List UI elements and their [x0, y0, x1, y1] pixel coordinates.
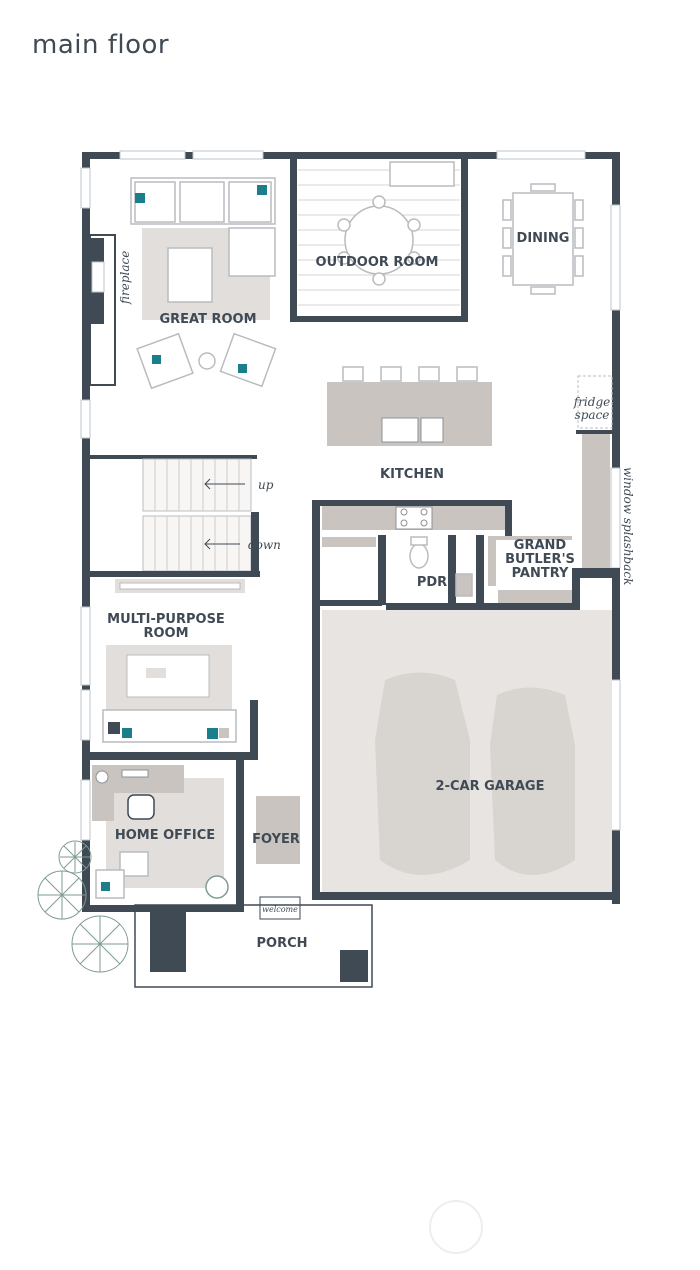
note-space: space: [575, 408, 610, 422]
dining-table: [502, 183, 584, 295]
room-label-grand: GRAND: [514, 538, 567, 553]
note-up: up: [258, 478, 274, 492]
interior-walls: [90, 500, 620, 912]
outdoor-room-furniture: [337, 161, 455, 286]
fridge-space-unit: [576, 375, 613, 568]
room-label-multi-purpose: MULTI-PURPOSE: [107, 612, 225, 627]
room-label-pantry: PANTRY: [512, 566, 569, 581]
note-down: down: [248, 538, 281, 552]
kitchen-island: [327, 366, 492, 446]
fireplace-unit: [89, 234, 116, 386]
room-label-pdr: PDR: [417, 575, 447, 590]
multi-purpose-furniture: [102, 579, 245, 743]
kitchen-back-counter: [322, 506, 572, 603]
note-fridge: fridge: [573, 395, 610, 409]
room-label-room: ROOM: [143, 626, 188, 641]
foyer-porch: [134, 796, 373, 988]
garage: [322, 610, 612, 892]
outdoor-room-walls: [290, 152, 468, 322]
room-label-dining: DINING: [517, 231, 570, 246]
room-label-butlers: BUTLER'S: [505, 552, 575, 567]
note-fireplace: fireplace: [118, 251, 132, 305]
windows: [80, 150, 621, 841]
room-label-outdoor-room: OUTDOOR ROOM: [316, 255, 439, 270]
room-label-kitchen: KITCHEN: [380, 467, 444, 482]
room-label-great-room: GREAT ROOM: [159, 312, 256, 327]
accent-cushions: [135, 185, 267, 373]
page-title: main floor: [32, 30, 170, 60]
plant-icon: [37, 840, 129, 973]
note-window-splashback: window splashback: [621, 467, 635, 585]
home-office-furniture: [92, 765, 229, 899]
home-button-icon[interactable]: [429, 1200, 483, 1254]
room-label-foyer: FOYER: [252, 832, 300, 847]
stairs: [90, 455, 260, 577]
room-label-garage: 2-CAR GARAGE: [436, 779, 545, 794]
room-label-home-office: HOME OFFICE: [115, 828, 215, 843]
note-welcome-mat: welcome: [262, 905, 298, 914]
pdr-fixtures: [409, 536, 473, 597]
room-label-porch: PORCH: [256, 936, 307, 951]
